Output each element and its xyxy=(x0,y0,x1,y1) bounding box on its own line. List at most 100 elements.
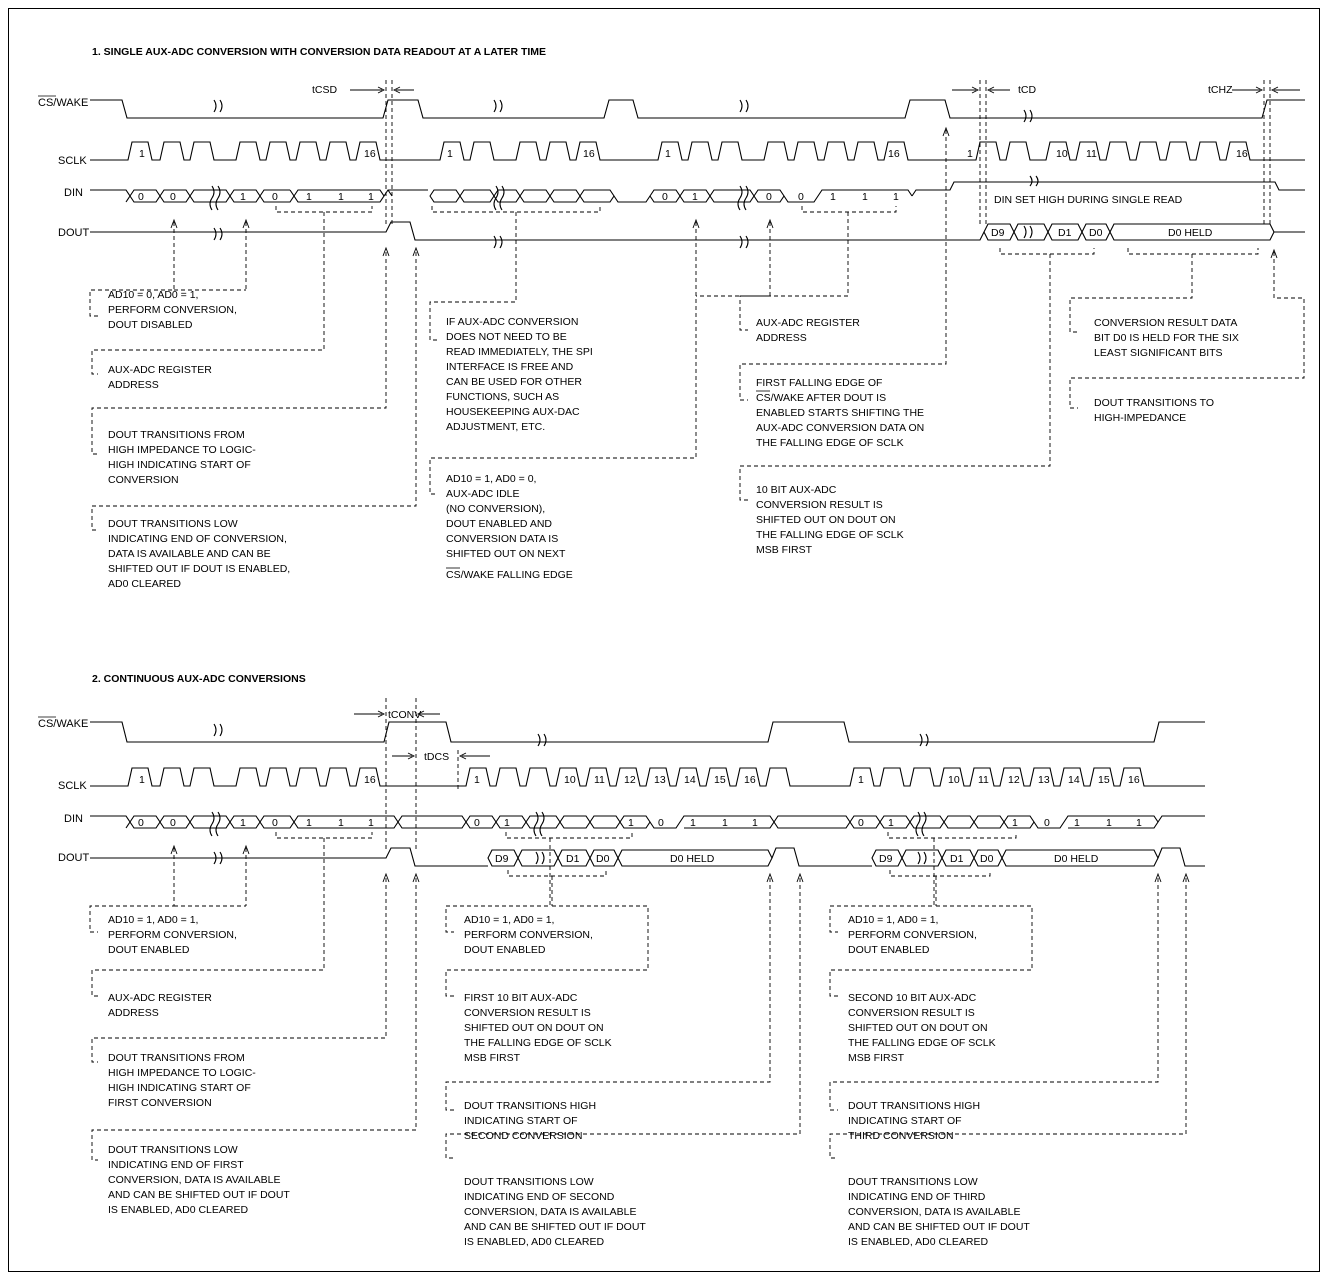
s1-sclk-label: SCLK xyxy=(58,155,87,167)
section2-signal-labels: CS/WAKE SCLK DIN DOUT xyxy=(38,716,89,864)
s1-din-bit: 1 xyxy=(692,191,698,203)
s1-sclk-count: 16 xyxy=(583,148,595,160)
s1-sclk-count: 16 xyxy=(1236,148,1248,160)
s2-dout-wave xyxy=(90,847,1205,867)
s2-din-bit: 1 xyxy=(690,817,696,829)
s2-dout-bit: D1 xyxy=(950,853,964,865)
s2-dout-bit: D0 xyxy=(980,853,994,865)
s2-break-marks xyxy=(213,723,929,747)
s2-dout-bit: D1 xyxy=(566,853,580,865)
s2-sclk-count: 16 xyxy=(744,774,756,786)
s1-sclk-count: 16 xyxy=(888,148,900,160)
s1-sclk-count: 1 xyxy=(665,148,671,160)
s2-note-1: AD10 = 1, AD0 = 1,PERFORM CONVERSION,DOU… xyxy=(108,914,237,956)
s1-cs-wave xyxy=(90,99,1305,119)
s2-din-bit: 1 xyxy=(306,817,312,829)
s2-sclk-count: 10 xyxy=(564,774,576,786)
s2-din-bit: 1 xyxy=(628,817,634,829)
s2-sclk-count: 11 xyxy=(978,774,989,786)
s2-din-bit: 1 xyxy=(368,817,374,829)
s2-din-label: DIN xyxy=(64,813,83,825)
s1-dout-bit: D9 xyxy=(991,227,1005,239)
s2-sclk-count: 13 xyxy=(654,774,666,786)
s1-note-1: AD10 = 0, AD0 = 1,PERFORM CONVERSION,DOU… xyxy=(108,289,237,331)
s1-notes: AD10 = 0, AD0 = 1,PERFORM CONVERSION,DOU… xyxy=(108,289,1239,590)
s1-tchz-label: tCHZ xyxy=(1208,84,1233,96)
s2-din-bit: 1 xyxy=(888,817,894,829)
s1-dout-bit: D0 xyxy=(1089,227,1103,239)
s2-sclk-count: 15 xyxy=(1098,774,1110,786)
s2-din-bit: 0 xyxy=(272,817,278,829)
s1-dout-bit: D1 xyxy=(1058,227,1072,239)
s2-dout-bit: D0 xyxy=(596,853,610,865)
s1-din-bit: 0 xyxy=(662,191,668,203)
s2-cs-wave xyxy=(90,721,1205,743)
s1-sclk-count: 1 xyxy=(447,148,453,160)
s2-sclk-count: 12 xyxy=(1008,774,1020,786)
s1-cs-label: CS/WAKE xyxy=(38,97,88,109)
diagram-frame xyxy=(8,8,1320,1272)
s1-din-bit: 1 xyxy=(306,191,312,203)
s1-dout-bit-labels: D9 D1 D0 D0 HELD xyxy=(991,227,1213,239)
s2-din-bit: 0 xyxy=(858,817,864,829)
s1-sclk-count-labels: 1 16 1 16 1 16 1 10 11 16 xyxy=(139,148,1248,160)
section2-title: 2. CONTINUOUS AUX-ADC CONVERSIONS xyxy=(92,673,306,685)
s1-overbars xyxy=(446,390,770,569)
s2-callout-lines xyxy=(89,832,1190,1161)
s1-timing-markers: tCSD tCD tCHZ xyxy=(312,80,1300,226)
s1-sclk-count: 1 xyxy=(967,148,973,160)
s2-timing-markers: tCONV tDCS xyxy=(354,698,490,850)
s1-tcsd-label: tCSD xyxy=(312,84,338,96)
s2-sclk-count: 1 xyxy=(858,774,864,786)
s1-din-bit: 0 xyxy=(798,191,804,203)
s2-tdcs-label: tDCS xyxy=(424,751,449,763)
s2-din-bit: 0 xyxy=(474,817,480,829)
s2-sclk-count: 1 xyxy=(139,774,145,786)
s1-dout-label: DOUT xyxy=(58,227,89,239)
s1-din-bit: 0 xyxy=(272,191,278,203)
s1-din-bit: 1 xyxy=(893,191,899,203)
s2-dout-bit: D9 xyxy=(879,853,893,865)
s2-sclk-wave xyxy=(90,767,1205,787)
s1-break-marks xyxy=(213,99,1033,123)
s2-sclk-count: 15 xyxy=(714,774,726,786)
s2-sclk-count: 1 xyxy=(474,774,480,786)
s1-dout-bit: D0 HELD xyxy=(1168,227,1213,239)
section1-title: 1. SINGLE AUX-ADC CONVERSION WITH CONVER… xyxy=(92,46,546,58)
s2-sclk-label: SCLK xyxy=(58,780,87,792)
s1-sclk-count: 16 xyxy=(364,148,376,160)
s2-sclk-count: 14 xyxy=(1068,774,1080,786)
s1-tcd-label: tCD xyxy=(1018,84,1037,96)
s2-cs-label: CS/WAKE xyxy=(38,718,88,730)
s2-din-bit-labels: 0 0 1 0 1 1 1 0 1 1 0 1 1 1 0 1 1 0 1 1 … xyxy=(138,817,1142,829)
s1-din-bit: 1 xyxy=(830,191,836,203)
s1-note-6: AD10 = 1, AD0 = 0,AUX-ADC IDLE(NO CONVER… xyxy=(446,473,573,581)
s2-note-5: AD10 = 1, AD0 = 1,PERFORM CONVERSION,DOU… xyxy=(464,914,593,956)
s2-din-bit: 1 xyxy=(1136,817,1142,829)
s2-din-bit: 1 xyxy=(504,817,510,829)
s1-callout-lines xyxy=(89,126,1305,531)
s2-dout-bit: D0 HELD xyxy=(670,853,715,865)
s2-din-bit: 1 xyxy=(338,817,344,829)
s2-notes: AD10 = 1, AD0 = 1,PERFORM CONVERSION,DOU… xyxy=(108,914,1030,1248)
s1-din-bit: 0 xyxy=(170,191,176,203)
s2-din-bit: 1 xyxy=(1074,817,1080,829)
s2-tconv-label: tCONV xyxy=(388,709,421,721)
s2-dout-bit-labels: D9 D1 D0 D0 HELD D9 D1 D0 D0 HELD xyxy=(495,853,1099,865)
s1-sclk-count: 10 xyxy=(1056,148,1068,160)
s2-sclk-count: 10 xyxy=(948,774,960,786)
s1-din-bit: 0 xyxy=(766,191,772,203)
s2-din-bit: 1 xyxy=(752,817,758,829)
s1-din-bit: 1 xyxy=(368,191,374,203)
